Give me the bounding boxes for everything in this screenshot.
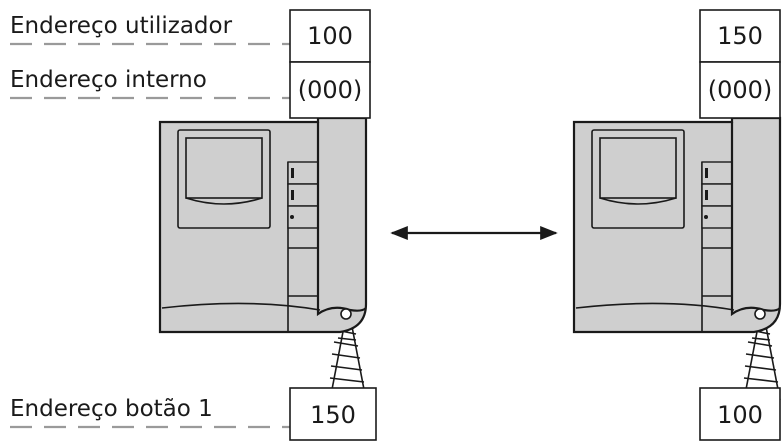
left-button-address-box: 150 [289, 387, 377, 441]
intercom-monitor-icon [572, 116, 782, 402]
right-button-address-value: 100 [717, 401, 763, 429]
right-intercom-unit [572, 116, 782, 402]
right-internal-address-value: (000) [708, 76, 773, 104]
button-address-label: Endereço botão 1 [10, 396, 213, 422]
right-button-address-box: 100 [699, 387, 781, 441]
right-user-address-box: 150 [699, 9, 781, 63]
left-button-address-value: 150 [310, 401, 356, 429]
right-user-address-value: 150 [717, 22, 763, 50]
user-address-label: Endereço utilizador [10, 13, 233, 39]
internal-address-label: Endereço interno [10, 67, 207, 93]
right-internal-address-box: (000) [699, 61, 781, 119]
left-intercom-unit [158, 116, 368, 402]
left-user-address-value: 100 [307, 22, 353, 50]
intercom-monitor-icon [158, 116, 368, 402]
left-user-address-box: 100 [289, 9, 371, 63]
left-internal-address-box: (000) [289, 61, 371, 119]
left-internal-address-value: (000) [298, 76, 363, 104]
